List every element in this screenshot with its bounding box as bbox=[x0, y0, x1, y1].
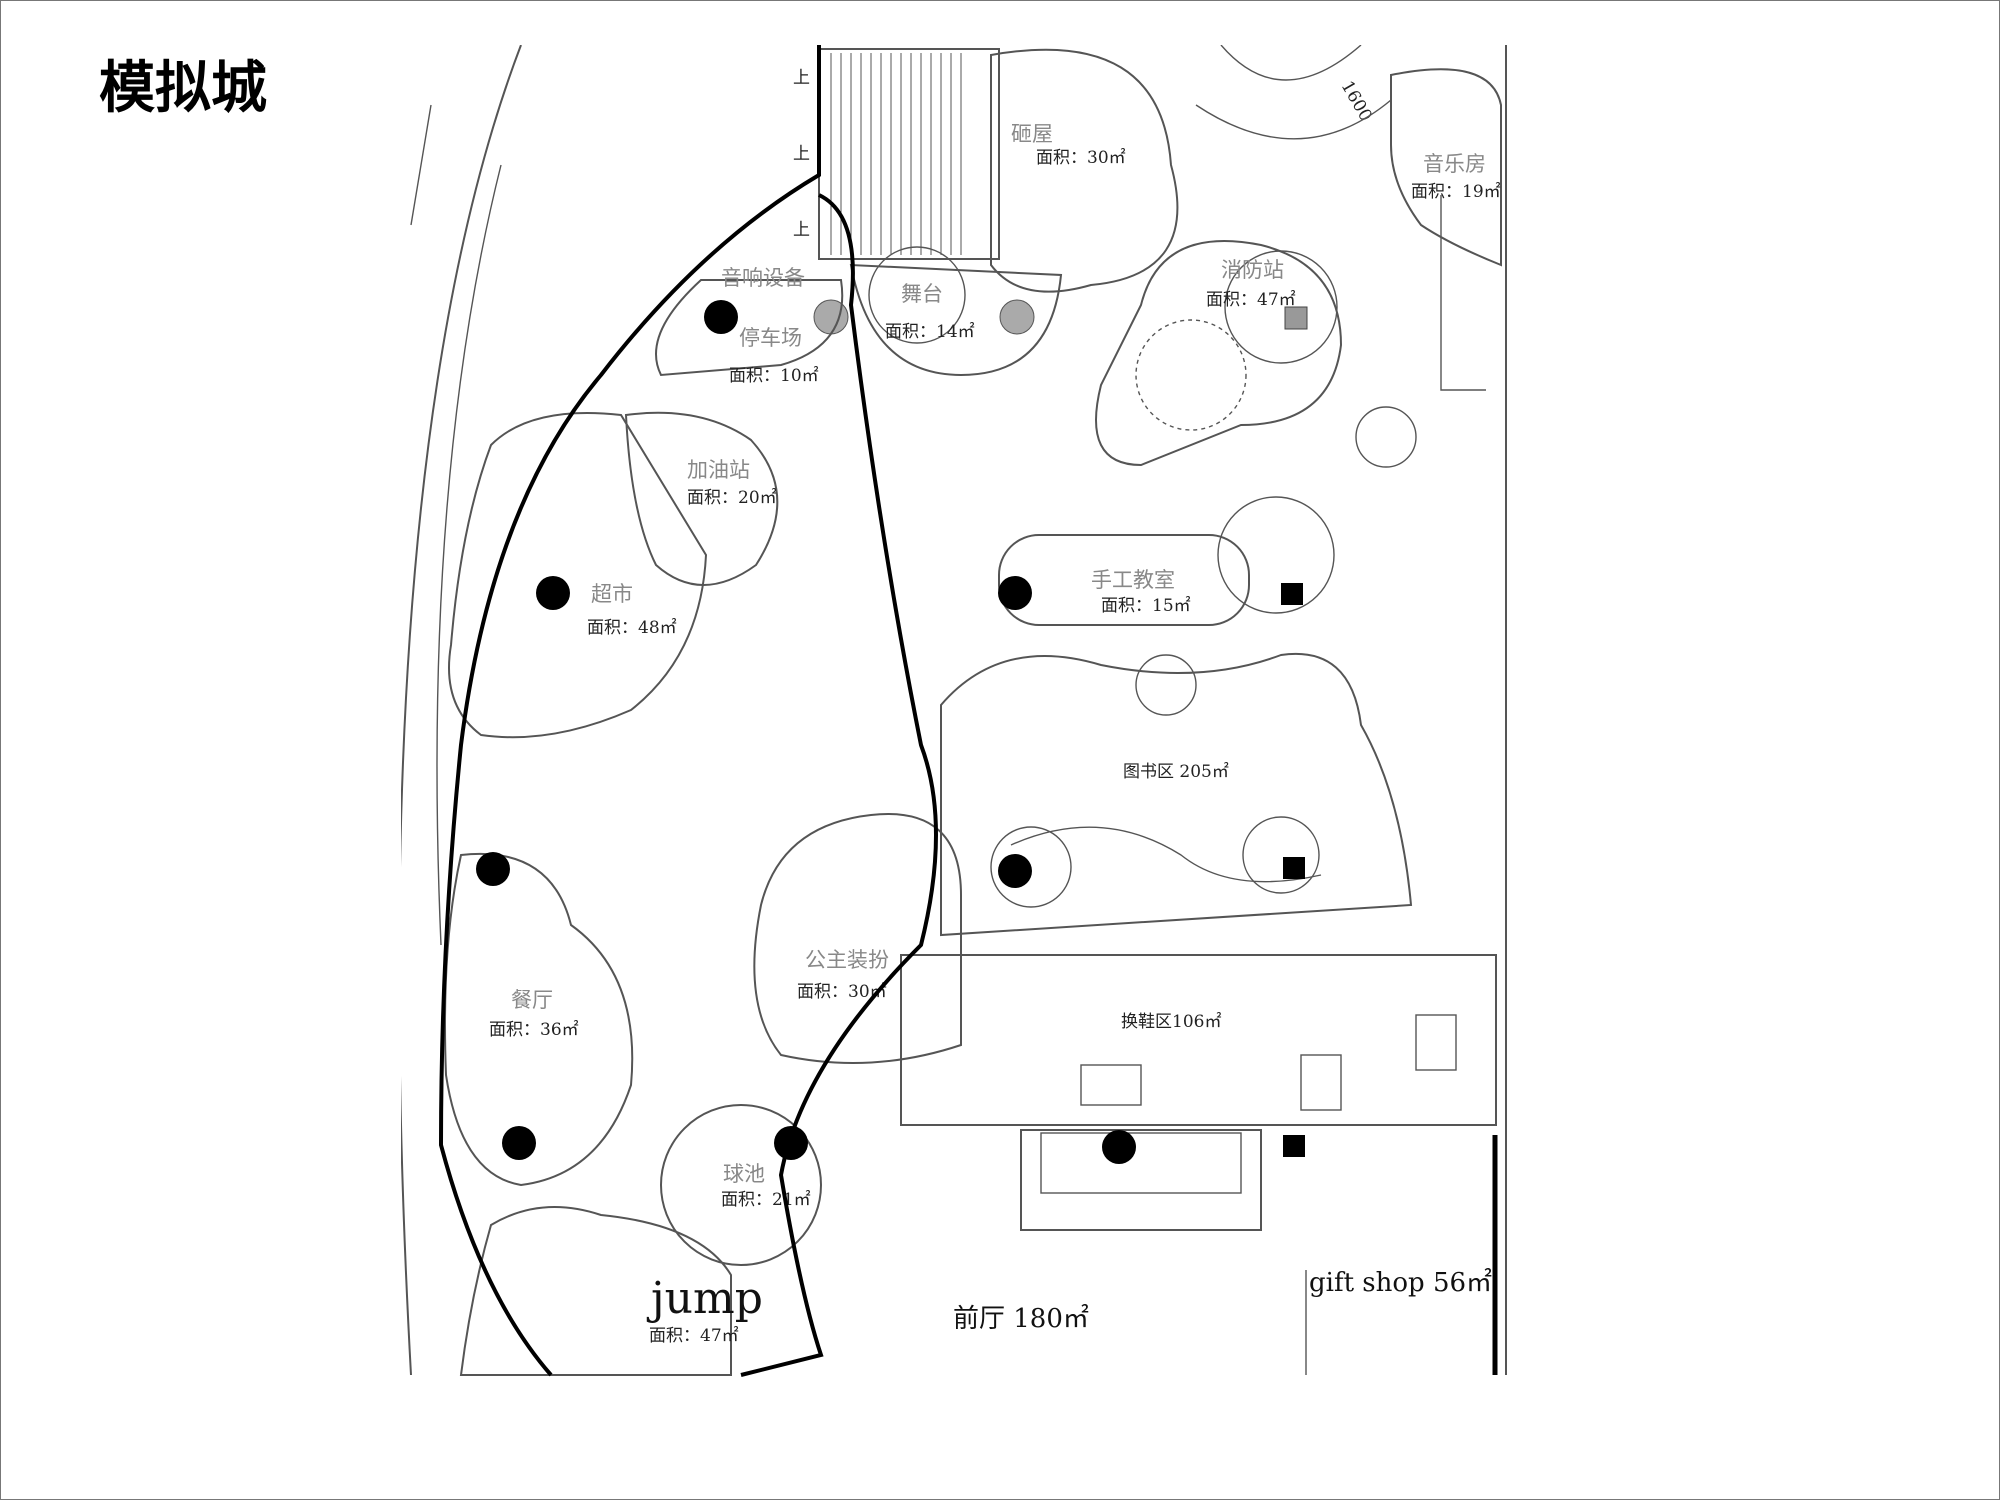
shoe-change-name: 换鞋区106㎡ bbox=[1121, 1012, 1221, 1032]
parking-name: 停车场 bbox=[739, 326, 802, 350]
room-gift-shop: gift shop 56㎡ bbox=[1305, 1268, 1492, 1375]
decor-circle-right bbox=[1355, 406, 1417, 468]
outer-wall-arc bbox=[401, 45, 522, 1376]
ball-pool-name: 球池 bbox=[723, 1162, 765, 1186]
stage-name: 舞台 bbox=[901, 282, 943, 306]
stair-label-1: 上 bbox=[793, 68, 810, 88]
supermarket-name: 超市 bbox=[591, 582, 633, 606]
stair-label-2: 上 bbox=[793, 144, 810, 164]
fire-station-marker bbox=[1284, 306, 1308, 330]
sound-equipment-name: 音响设备 bbox=[721, 266, 805, 290]
lobby-name: 前厅 180㎡ bbox=[953, 1304, 1089, 1334]
craft-classroom-name: 手工教室 bbox=[1091, 568, 1175, 592]
marker-dots bbox=[476, 300, 1136, 1164]
route-line-inner bbox=[740, 193, 938, 1377]
room-stage: 舞台 面积：14㎡ bbox=[813, 246, 1063, 377]
outer-wall-arc-inner bbox=[436, 164, 502, 946]
dimension-label: 1600 bbox=[1337, 78, 1376, 125]
princess-dressup-name: 公主装扮 bbox=[805, 948, 889, 972]
room-supermarket: 超市 面积：48㎡ bbox=[448, 412, 708, 739]
gas-station-name: 加油站 bbox=[687, 458, 750, 482]
music-room-area: 面积：19㎡ bbox=[1411, 182, 1501, 202]
craft-classroom-area: 面积：15㎡ bbox=[1101, 596, 1191, 616]
room-princess-dressup: 公主装扮 面积：30㎡ bbox=[753, 813, 962, 1064]
ball-pool-area: 面积：21㎡ bbox=[721, 1190, 811, 1210]
room-restaurant: 餐厅 面积：36㎡ bbox=[444, 852, 634, 1187]
room-stone-house: 砸屋 面积：30㎡ bbox=[990, 48, 1179, 293]
room-music: 音乐房 面积：19㎡ bbox=[1390, 68, 1502, 391]
library-marker bbox=[1283, 857, 1305, 879]
stage-pillar-right bbox=[999, 299, 1035, 335]
gas-station-area: 面积：20㎡ bbox=[687, 488, 777, 508]
supermarket-area: 面积：48㎡ bbox=[587, 618, 677, 638]
fire-station-name: 消防站 bbox=[1221, 258, 1284, 282]
stone-house-name: 砸屋 bbox=[1011, 122, 1053, 146]
jump-area: 面积：47㎡ bbox=[649, 1326, 739, 1346]
room-library: 图书区 205㎡ bbox=[940, 652, 1413, 937]
library-name: 图书区 205㎡ bbox=[1123, 762, 1229, 782]
amphitheater-arc bbox=[1195, 99, 1392, 140]
music-room-name: 音乐房 bbox=[1423, 152, 1486, 176]
route-line bbox=[438, 45, 821, 1377]
craft-marker bbox=[1281, 583, 1303, 605]
staircase: 上 上 上 bbox=[793, 48, 1000, 260]
room-jump: jump 面积：47㎡ bbox=[459, 1206, 763, 1376]
stone-house-area: 面积：30㎡ bbox=[1036, 148, 1126, 168]
stage-area: 面积：14㎡ bbox=[885, 322, 975, 342]
jump-name: jump bbox=[646, 1273, 763, 1324]
room-craft-classroom: 手工教室 面积：15㎡ bbox=[998, 496, 1335, 626]
room-fire-station: 消防站 面积：47㎡ bbox=[1095, 240, 1343, 467]
room-ball-pool: 球池 面积：21㎡ bbox=[660, 1104, 822, 1266]
gift-shop-name: gift shop 56㎡ bbox=[1309, 1268, 1492, 1298]
amphitheater-arc-inner bbox=[1220, 45, 1362, 81]
floor-plan: 上 上 上 1600 砸屋 面积：30㎡ 音乐房 面积：19㎡ 舞台 bbox=[401, 45, 1507, 1377]
page-title: 模拟城 bbox=[99, 56, 267, 121]
room-sound-parking: 音响设备 停车场 面积：10㎡ bbox=[655, 266, 844, 386]
room-gas-station: 加油站 面积：20㎡ bbox=[624, 411, 779, 586]
restaurant-area: 面积：36㎡ bbox=[489, 1020, 579, 1040]
stair-label-3: 上 bbox=[793, 220, 810, 240]
stage-pillar-left bbox=[813, 299, 849, 335]
outer-wall-arc-left bbox=[410, 104, 432, 226]
room-lobby: 前厅 180㎡ bbox=[953, 1129, 1305, 1334]
fire-station-area: 面积：47㎡ bbox=[1206, 290, 1296, 310]
room-shoe-change: 换鞋区106㎡ bbox=[900, 954, 1497, 1126]
princess-dressup-area: 面积：30㎡ bbox=[797, 982, 887, 1002]
lobby-marker bbox=[1283, 1135, 1305, 1157]
restaurant-name: 餐厅 bbox=[511, 988, 553, 1012]
parking-area: 面积：10㎡ bbox=[729, 366, 819, 386]
